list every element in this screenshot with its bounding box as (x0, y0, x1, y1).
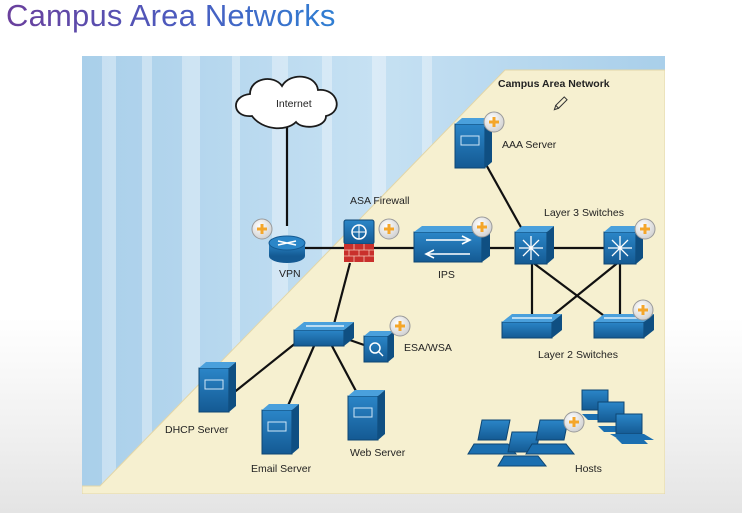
plus-badge-layer3-icon[interactable] (634, 218, 656, 240)
plus-badge-ips-icon[interactable] (471, 216, 493, 238)
esa-wsa-label: ESA/WSA (404, 342, 452, 354)
layer2-switch-left-icon (501, 314, 562, 339)
plus-badges (251, 111, 656, 433)
hosts-desktops-icon (581, 389, 654, 444)
aaa-server-label: AAA Server (502, 139, 557, 151)
aaa-server-icon (454, 118, 492, 169)
plus-badge-layer2-icon[interactable] (632, 299, 654, 321)
pencil-cursor-icon (553, 96, 568, 111)
asa-firewall-label: ASA Firewall (350, 195, 410, 207)
hosts-label: Hosts (575, 463, 602, 475)
access-switch-icon (293, 322, 354, 347)
layer3-switch-left-icon (514, 226, 554, 265)
ips-label: IPS (438, 269, 455, 281)
plus-badge-esa-icon[interactable] (389, 315, 411, 337)
esa-wsa-icon (363, 331, 394, 363)
diagram-canvas (82, 56, 665, 494)
network-diagram: Campus Area Network Internet ASA Firewal… (82, 56, 665, 494)
plus-badge-hosts-icon[interactable] (563, 411, 585, 433)
plus-badge-vpn-icon[interactable] (251, 218, 273, 240)
plus-badge-firewall-icon[interactable] (378, 218, 400, 240)
web-server-icon (347, 390, 385, 441)
plus-badge-aaa-icon[interactable] (483, 111, 505, 133)
campus-area-network-label: Campus Area Network (498, 78, 610, 90)
dhcp-server-icon (198, 362, 236, 413)
internet-label: Internet (276, 98, 312, 110)
dhcp-server-label: DHCP Server (165, 424, 229, 436)
vpn-label: VPN (279, 268, 301, 280)
links (231, 121, 622, 409)
email-server-icon (261, 404, 299, 455)
hosts-laptops-icon (467, 419, 576, 467)
slide-title: Campus Area Networks (6, 0, 336, 33)
asa-firewall-icon (343, 219, 375, 262)
web-server-label: Web Server (350, 447, 406, 459)
email-server-label: Email Server (251, 463, 312, 475)
layer2-switches-label: Layer 2 Switches (538, 349, 618, 361)
layer2-switch-right-icon (593, 314, 654, 339)
vpn-router-icon (268, 235, 306, 263)
internet-cloud-icon (235, 75, 338, 130)
layer3-switches-label: Layer 3 Switches (544, 207, 624, 219)
